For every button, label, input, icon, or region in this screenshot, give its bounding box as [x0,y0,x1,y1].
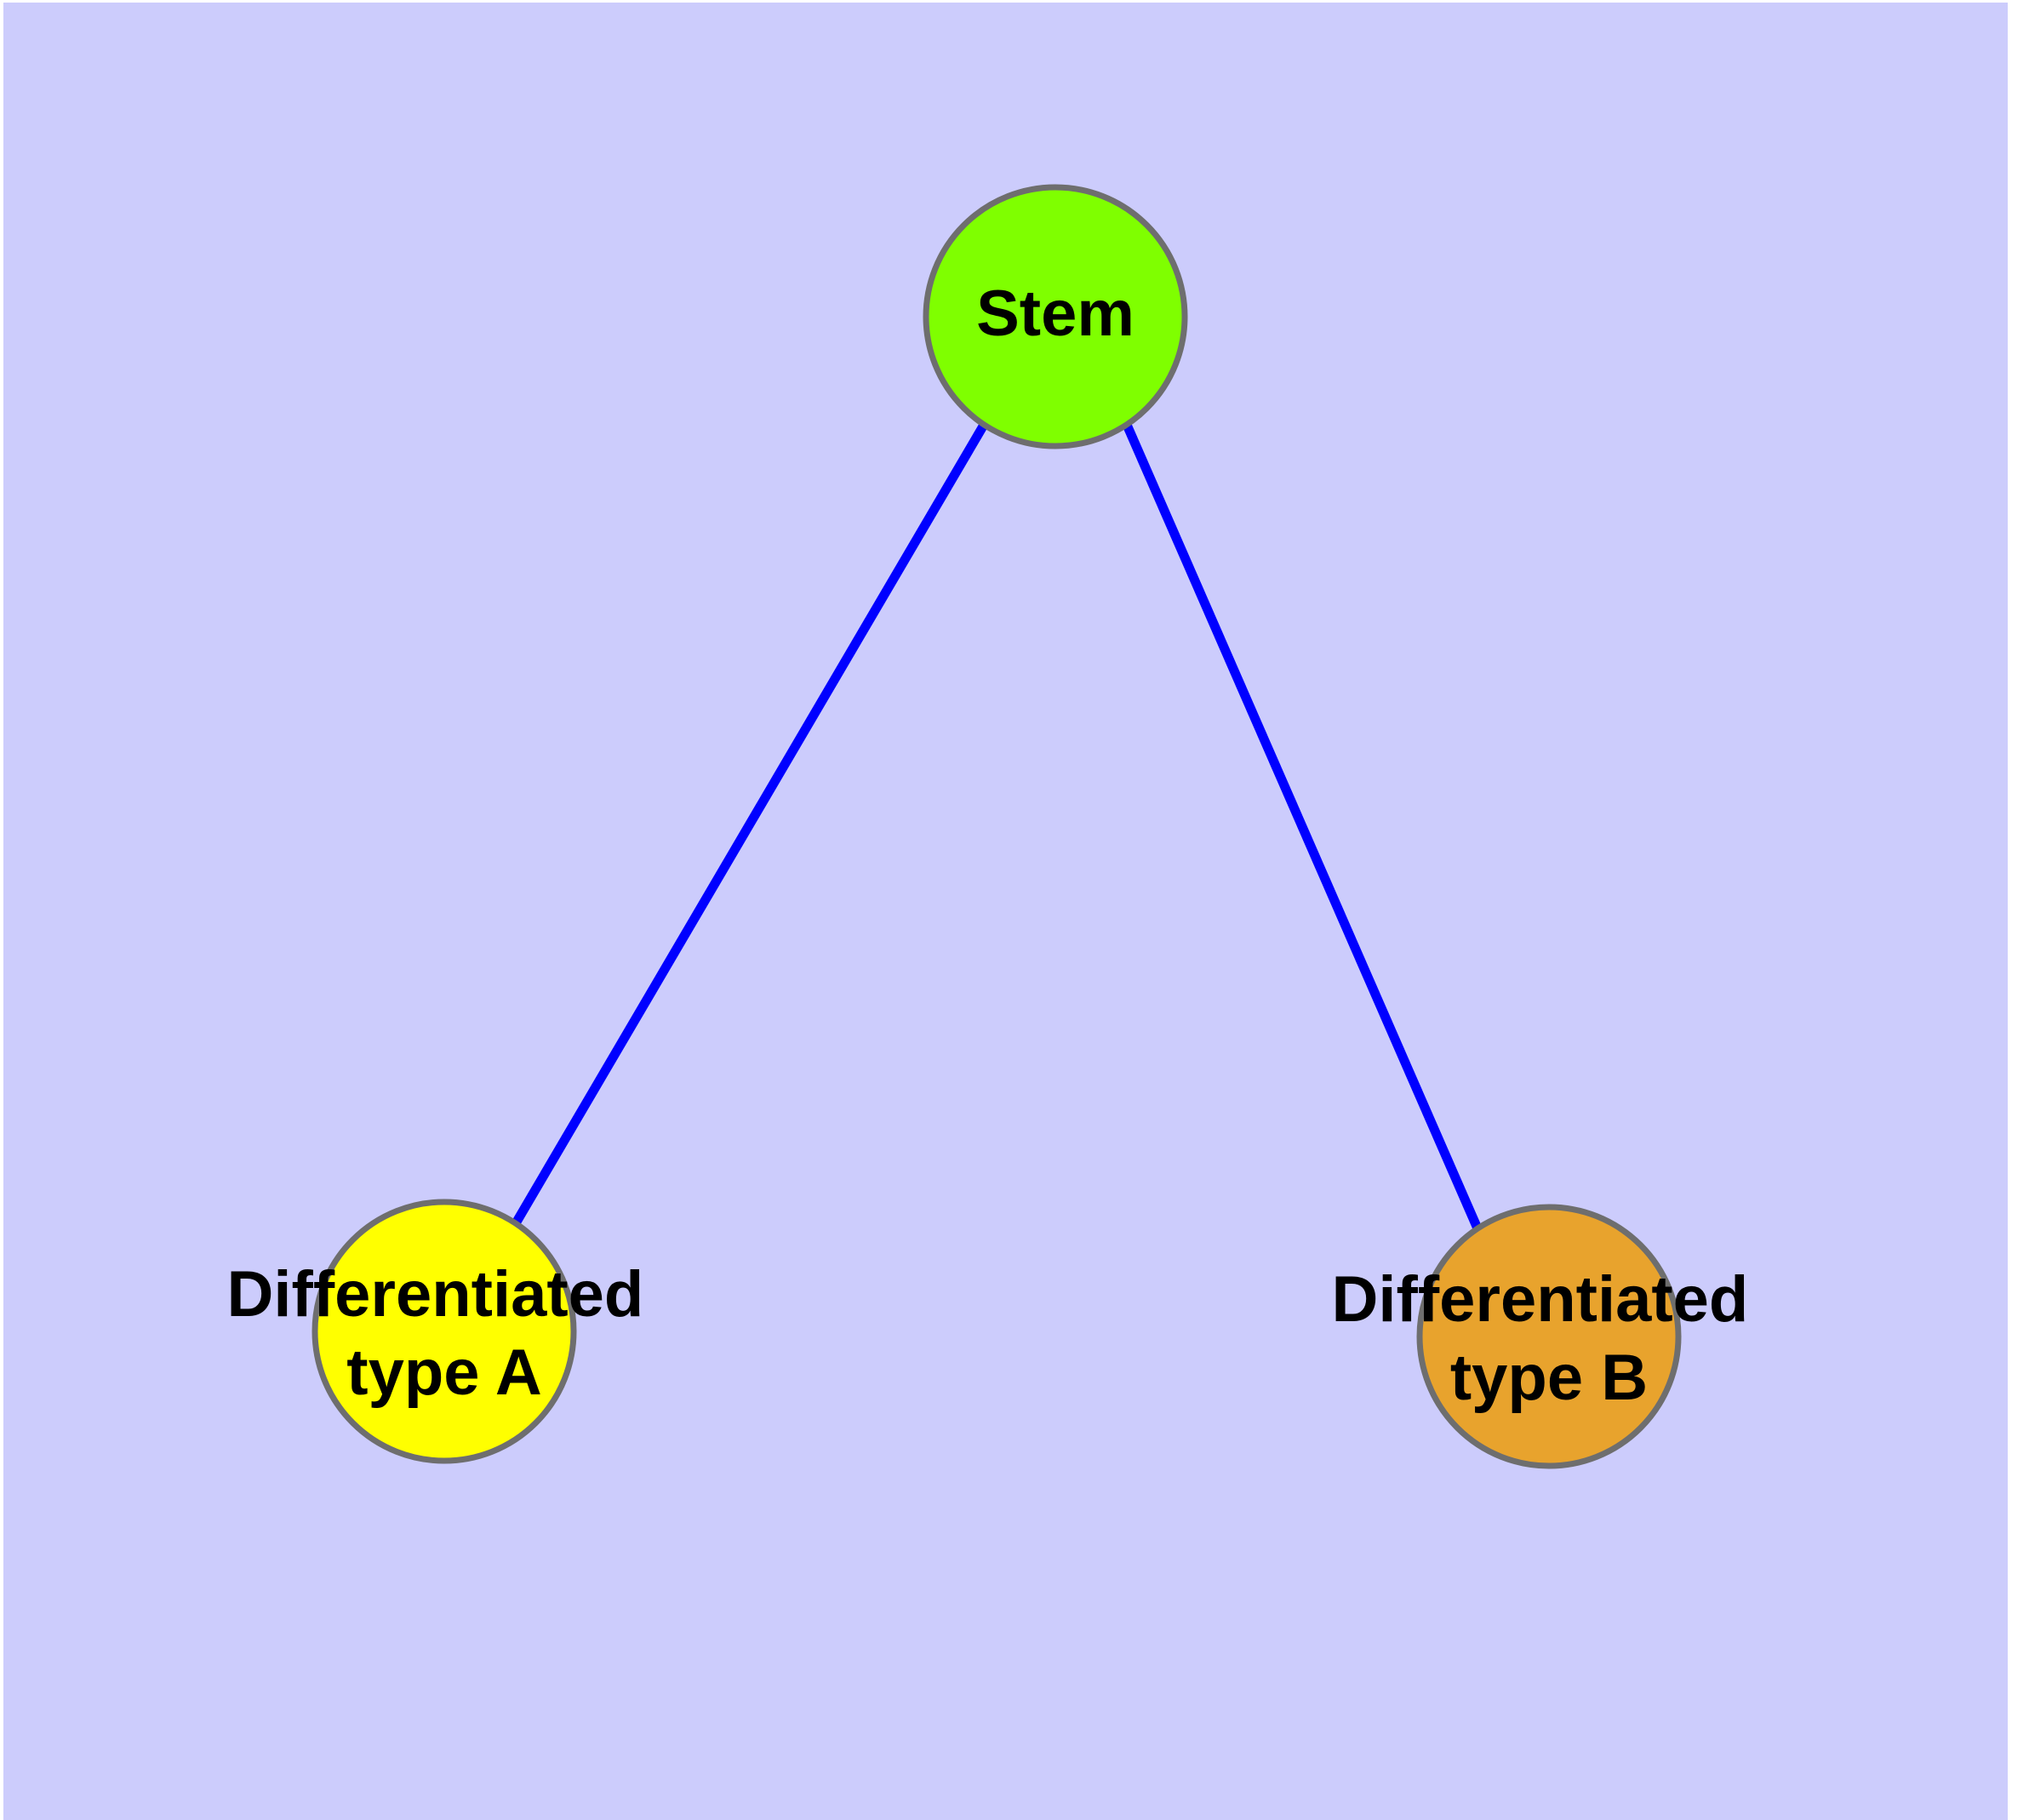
node-stem-circle[interactable] [923,184,1188,449]
node-diff-a[interactable]: Differentiated type A [227,1199,662,1464]
edge-layer [512,422,1483,1231]
diagram-plot-area: Differentiated type A Differentiated typ… [3,3,2008,1820]
node-stem-label-line-1: Stem [976,278,1135,350]
node-diff-a-label: Differentiated type A [227,1258,662,1409]
node-diff-b-circle[interactable] [1416,1204,1682,1469]
edge-stem-to-diff-a[interactable] [512,422,988,1226]
node-diff-b-label: Differentiated type B [1332,1263,1767,1414]
node-stem[interactable]: Stem [923,184,1188,449]
node-link-graph: Differentiated type A Differentiated typ… [227,184,1767,1469]
node-diff-b-label-line-2: type B [1450,1342,1648,1414]
node-diff-a-label-line-2: type A [346,1336,541,1409]
node-diff-b[interactable]: Differentiated type B [1332,1204,1767,1469]
node-layer: Differentiated type A Differentiated typ… [227,184,1767,1469]
node-diff-b-label-line-1: Differentiated [1332,1263,1749,1336]
node-diff-a-circle[interactable] [311,1199,577,1464]
node-stem-label: Stem [976,278,1135,350]
node-diff-a-label-line-1: Differentiated [227,1258,644,1331]
edge-stem-to-diff-b[interactable] [1122,422,1483,1231]
